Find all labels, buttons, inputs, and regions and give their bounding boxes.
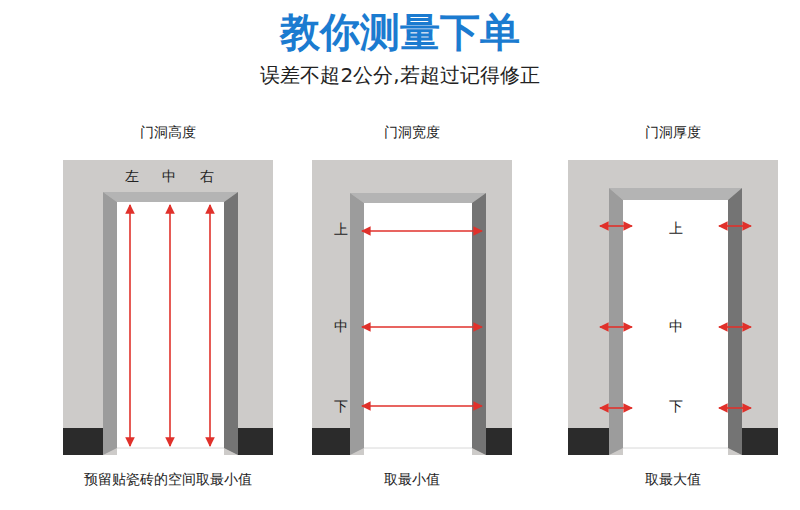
door-frame-top xyxy=(350,193,486,203)
position-label: 左 xyxy=(125,169,139,184)
door-jamb xyxy=(224,192,238,455)
position-label: 中 xyxy=(162,169,176,184)
wall xyxy=(312,160,512,455)
panel-caption: 取最大值 xyxy=(645,472,701,487)
height-panel xyxy=(63,160,273,455)
baseboard xyxy=(63,428,103,455)
wall xyxy=(568,160,778,455)
thickness-arrow xyxy=(719,225,751,227)
width-arrow xyxy=(362,326,482,328)
door-jamb xyxy=(472,193,486,455)
position-label: 下 xyxy=(669,399,683,414)
width-arrow xyxy=(362,405,482,407)
thickness-arrow xyxy=(719,407,751,409)
position-label: 中 xyxy=(334,319,348,334)
thickness-arrow xyxy=(600,326,632,328)
subtitle: 误差不超2公分,若超过记得修正 xyxy=(260,64,539,86)
position-label: 上 xyxy=(669,221,683,236)
door-opening xyxy=(364,203,472,455)
floor-line xyxy=(623,448,728,449)
floor-line xyxy=(364,448,472,449)
panel-heading: 门洞高度 xyxy=(140,125,196,140)
position-label: 右 xyxy=(200,169,214,184)
door-jamb xyxy=(728,188,742,455)
baseboard xyxy=(312,428,350,455)
position-label: 中 xyxy=(669,319,683,334)
panel-heading: 门洞厚度 xyxy=(645,125,701,140)
floor-line xyxy=(117,448,224,449)
position-label: 下 xyxy=(334,399,348,414)
door-jamb xyxy=(103,192,117,455)
height-arrow xyxy=(169,205,171,446)
baseboard xyxy=(486,428,512,455)
door-frame-top xyxy=(103,192,238,202)
panel-caption: 取最小值 xyxy=(384,472,440,487)
height-arrow xyxy=(209,205,211,446)
thickness-arrow xyxy=(600,407,632,409)
page-title: 教你测量下单 xyxy=(280,10,520,54)
door-jamb xyxy=(350,193,364,455)
height-arrow xyxy=(129,205,131,446)
width-arrow xyxy=(362,230,482,232)
door-opening xyxy=(623,200,728,455)
position-label: 上 xyxy=(334,222,348,237)
thickness-arrow xyxy=(719,326,751,328)
panel-caption: 预留贴瓷砖的空间取最小值 xyxy=(84,472,252,487)
thickness-arrow xyxy=(600,225,632,227)
baseboard xyxy=(568,428,609,455)
width-panel xyxy=(312,160,512,455)
door-opening xyxy=(117,202,224,455)
thickness-panel xyxy=(568,160,778,455)
door-frame-top xyxy=(609,188,742,200)
door-jamb xyxy=(609,188,623,455)
baseboard xyxy=(742,428,778,455)
baseboard xyxy=(238,428,273,455)
panel-heading: 门洞宽度 xyxy=(384,125,440,140)
wall xyxy=(63,160,273,455)
